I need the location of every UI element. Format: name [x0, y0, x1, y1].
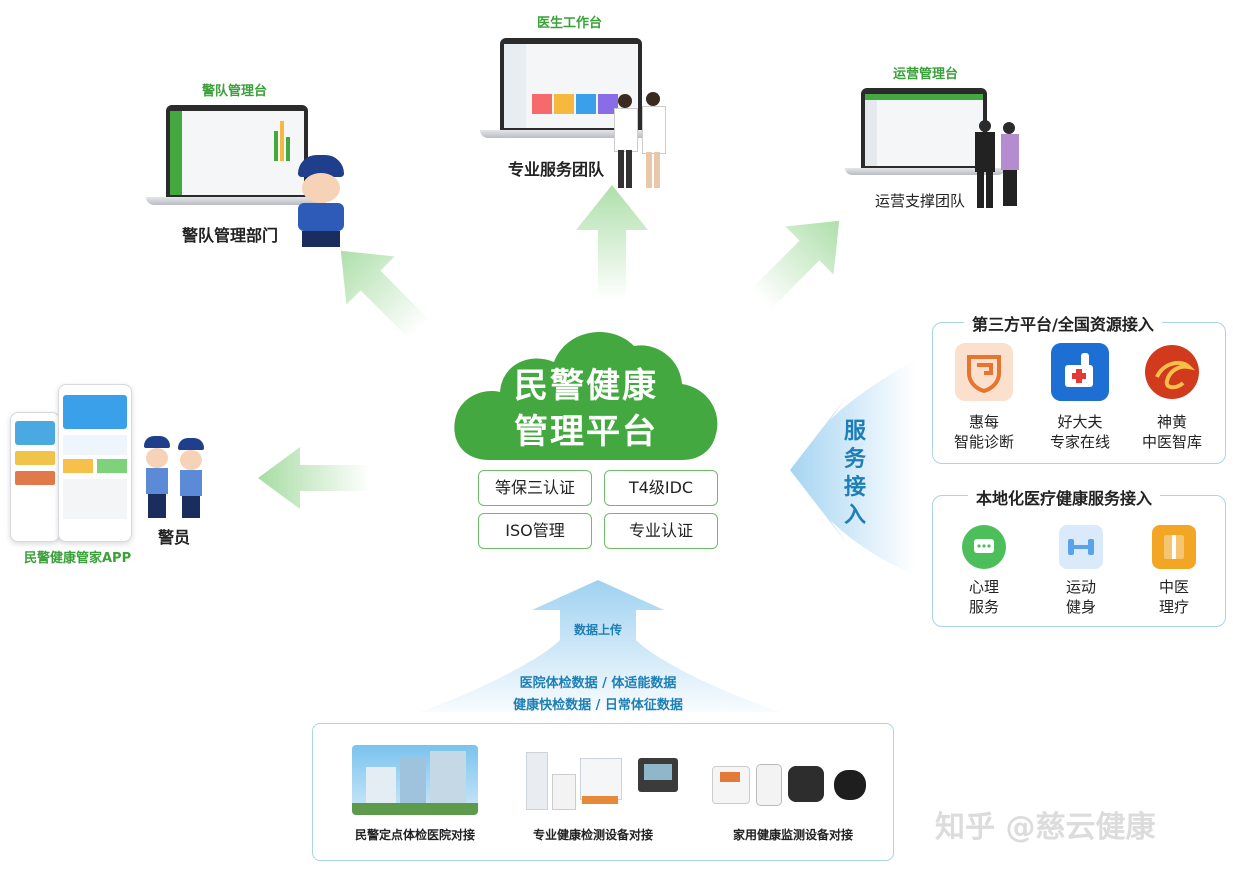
- home-devices-caption: 家用健康监测设备对接: [732, 828, 853, 842]
- huimei-name: 惠每: [968, 413, 999, 431]
- app-phone-front: [58, 384, 132, 542]
- pro-health-devices-image: [520, 748, 684, 812]
- ops-team-figure: [975, 118, 1023, 210]
- cert-level3: 等保三认证: [478, 470, 592, 506]
- app-phone-back: [10, 412, 60, 542]
- platform-name-line2: 管理平台: [514, 412, 658, 452]
- tcm-label: 中医 理疗: [1124, 577, 1224, 617]
- service-access-label: 服 务 接 入: [842, 418, 868, 530]
- third-party-panel-title: 第三方平台/全国资源接入: [964, 311, 1162, 335]
- app-label: 民警健康管家APP: [24, 551, 132, 566]
- platform-cloud: [454, 332, 718, 460]
- hospital-caption: 民警定点体检医院对接: [354, 828, 475, 842]
- psych-line1: 心理: [968, 578, 999, 596]
- shenhuang-label: 神黄 中医智库: [1122, 412, 1222, 452]
- service-access-char-3: 接: [843, 475, 866, 500]
- police-officers-cartoon: [140, 436, 210, 520]
- psych-label: 心理 服务: [934, 577, 1034, 617]
- service-access-char-1: 服: [843, 419, 866, 444]
- police-admin-title: 警队管理台: [202, 84, 268, 99]
- cert-t4-idc: T4级IDC: [604, 470, 718, 506]
- police-admin-team-label: 警队管理部门: [182, 226, 279, 245]
- arrow-police-admin: [340, 250, 430, 340]
- shenhuang-name: 神黄: [1156, 413, 1187, 431]
- fitness-line2: 健身: [1065, 598, 1096, 616]
- shenhuang-logo-icon: [1143, 343, 1201, 401]
- huimei-desc: 智能诊断: [953, 433, 1014, 451]
- local-services-panel-title: 本地化医疗健康服务接入: [968, 485, 1161, 509]
- tcm-book-icon: [1152, 525, 1196, 569]
- tcm-line1: 中医: [1158, 578, 1189, 596]
- data-upload-line1: 医院体检数据 / 体适能数据: [519, 676, 677, 691]
- haodaifu-label: 好大夫 专家在线: [1030, 412, 1130, 452]
- chat-bubble-icon: [962, 525, 1006, 569]
- ops-admin-title: 运营管理台: [893, 67, 959, 82]
- platform-name-line1: 民警健康: [514, 366, 658, 406]
- data-upload-line2: 健康快检数据 / 日常体征数据: [513, 698, 683, 713]
- dumbbell-icon: [1059, 525, 1103, 569]
- pro-devices-caption: 专业健康检测设备对接: [532, 828, 653, 842]
- service-access-char-2: 务: [843, 447, 866, 472]
- arrow-ops: [750, 220, 840, 310]
- ops-laptop-image: [845, 86, 1005, 182]
- ops-team-label: 运营支撑团队: [875, 192, 966, 210]
- officer-label: 警员: [158, 528, 191, 547]
- fitness-line1: 运动: [1065, 578, 1096, 596]
- huimei-logo-icon: [955, 343, 1013, 401]
- haodaifu-name: 好大夫: [1057, 413, 1103, 431]
- police-admin-laptop-image: [146, 103, 328, 213]
- haodaifu-logo-icon: [1051, 343, 1109, 401]
- hospital-building-image: [352, 745, 478, 815]
- huimei-label: 惠每 智能诊断: [934, 412, 1034, 452]
- police-officer-cartoon: [292, 155, 356, 250]
- home-health-devices-image: [712, 762, 868, 808]
- cert-iso: ISO管理: [478, 513, 592, 549]
- doctor-workstation-title: 医生工作台: [537, 16, 603, 31]
- psych-line2: 服务: [968, 598, 999, 616]
- service-access-char-4: 入: [843, 503, 866, 528]
- arrow-left-app: [258, 447, 370, 509]
- doctors-figure: [612, 88, 672, 193]
- arrow-up-doctor: [576, 185, 648, 300]
- arrow-service-access: [790, 360, 915, 575]
- cert-professional: 专业认证: [604, 513, 718, 549]
- fitness-label: 运动 健身: [1031, 577, 1131, 617]
- arrow-data-upload: [420, 580, 780, 712]
- doctor-team-label: 专业服务团队: [508, 160, 605, 179]
- watermark-text: 知乎 @慈云健康: [935, 810, 1156, 845]
- haodaifu-desc: 专家在线: [1049, 433, 1110, 451]
- data-upload-label: 数据上传: [573, 623, 622, 637]
- tcm-line2: 理疗: [1158, 598, 1189, 616]
- shenhuang-desc: 中医智库: [1141, 433, 1202, 451]
